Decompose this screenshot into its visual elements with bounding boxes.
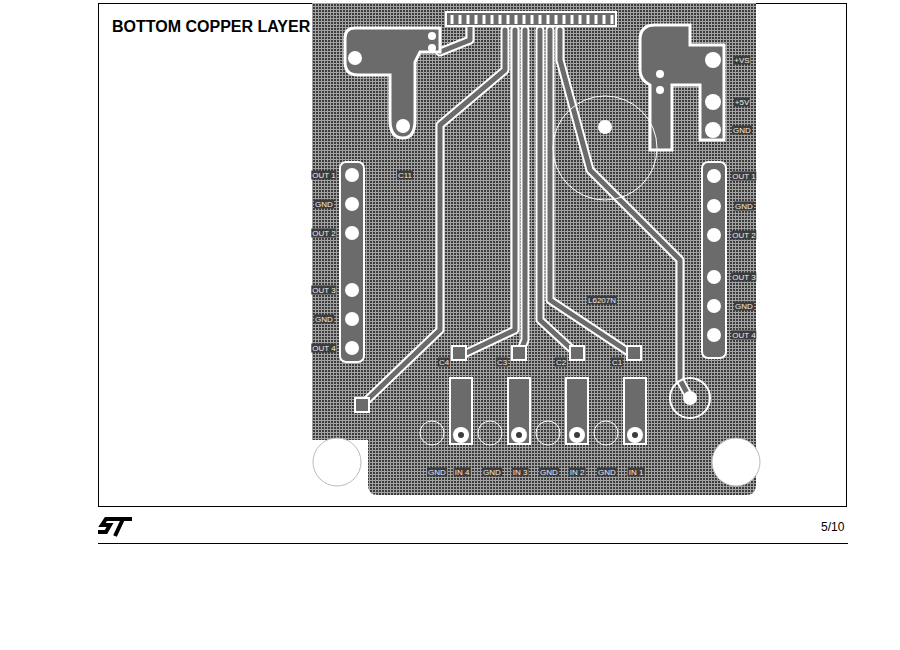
silkscreen-label: C4 xyxy=(438,358,450,367)
silkscreen-label: OUT 1 xyxy=(731,172,756,181)
trace xyxy=(462,30,515,355)
drill-hole xyxy=(705,52,721,68)
silkscreen-label: GND xyxy=(734,202,754,211)
st-logo xyxy=(98,519,132,536)
header-connector xyxy=(446,12,616,26)
drill-holes xyxy=(707,169,721,342)
page-title: BOTTOM COPPER LAYER xyxy=(112,18,310,36)
capacitor-outline xyxy=(553,96,657,200)
drill-hole xyxy=(656,70,664,78)
silkscreen-label: GND xyxy=(597,468,617,477)
drill-hole xyxy=(348,51,362,65)
drill-holes xyxy=(345,168,359,355)
terminal-right xyxy=(702,162,726,358)
header-pins xyxy=(452,15,612,24)
drill-hole xyxy=(705,122,721,138)
silkscreen-label: GND xyxy=(734,302,754,311)
logo-t xyxy=(112,519,132,536)
copper-pad xyxy=(345,28,440,138)
silkscreen-label: C1 xyxy=(611,358,623,367)
silkscreen-label: GND xyxy=(539,468,559,477)
silkscreen-label: OUT 2 xyxy=(311,229,336,238)
silkscreen-label: C3 xyxy=(496,358,508,367)
drill-hole xyxy=(683,391,697,405)
silkscreen-label: IN 1 xyxy=(628,468,645,477)
silkscreen-label: C2 xyxy=(555,358,567,367)
terminal-left xyxy=(340,162,364,362)
footer-rule xyxy=(98,543,848,544)
silkscreen-label: OUT 4 xyxy=(731,331,756,340)
silkscreen-label: OUT 1 xyxy=(311,171,336,180)
drill-hole xyxy=(705,94,721,110)
silkscreen-label: GND xyxy=(482,468,502,477)
via-pad xyxy=(355,398,369,412)
drill-hole xyxy=(598,120,612,134)
silkscreen-label: OUT 3 xyxy=(731,273,756,282)
silkscreen-label: IN 2 xyxy=(569,468,586,477)
silkscreen-label: +5V xyxy=(734,98,750,107)
silkscreen-label: GND xyxy=(732,126,752,135)
silkscreen-label: GND xyxy=(427,468,447,477)
page-frame xyxy=(99,4,847,507)
pad-top-left xyxy=(345,28,440,138)
silkscreen-label: L6207N xyxy=(587,296,617,305)
capacitor-outline xyxy=(670,378,710,418)
terminal-strip xyxy=(340,162,364,362)
trace xyxy=(462,30,515,355)
trace xyxy=(440,24,470,52)
trace xyxy=(440,24,470,52)
board-copper xyxy=(312,3,756,495)
drill-hole xyxy=(428,44,436,52)
copper-pad xyxy=(640,25,724,150)
trace xyxy=(520,30,525,352)
drill-hole xyxy=(428,32,436,40)
silkscreen-label: GND xyxy=(314,200,334,209)
silkscreen-label: +VS xyxy=(733,56,750,65)
drill-hole xyxy=(656,86,664,94)
silkscreen-label: IN 4 xyxy=(454,468,471,477)
silkscreen-label: IN 3 xyxy=(512,468,529,477)
mounting-hole xyxy=(712,438,760,486)
silkscreen-label: OUT 2 xyxy=(731,231,756,240)
mounting-hole xyxy=(313,438,361,486)
silkscreen-label: OUT 4 xyxy=(311,344,336,353)
pad-top-right xyxy=(640,25,724,150)
trace xyxy=(362,30,505,405)
header-pad xyxy=(446,12,616,26)
drill-hole xyxy=(396,119,410,133)
terminal-strip xyxy=(702,162,726,358)
silkscreen-label: GND xyxy=(314,315,334,324)
input-pads xyxy=(420,346,646,445)
silkscreen-label: C11 xyxy=(397,171,413,180)
silkscreen-label: OUT 3 xyxy=(311,286,336,295)
trace xyxy=(550,30,633,355)
trace xyxy=(520,30,525,352)
page-number: 5/10 xyxy=(820,520,845,534)
